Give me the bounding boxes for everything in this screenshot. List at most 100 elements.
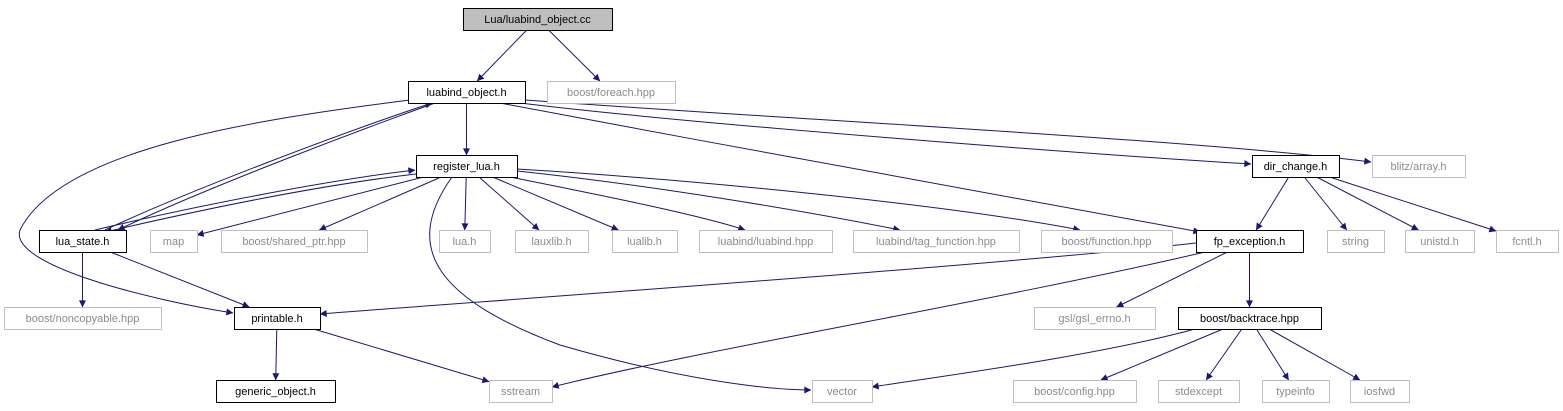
- node-unistd-h: unistd.h: [1405, 230, 1475, 253]
- node-box: [39, 230, 127, 253]
- node-luabind-tag-function-hpp: luabind/tag_function.hpp: [853, 230, 1020, 253]
- node-label: register_lua.h: [433, 161, 500, 173]
- node-boost-shared-ptr-hpp: boost/shared_ptr.hpp: [221, 230, 368, 253]
- node-iosfwd: iosfwd: [1350, 380, 1410, 403]
- edge-luabind-object-h-to-fp-exception-h: [499, 102, 1201, 235]
- node-box: [221, 230, 368, 253]
- edge-printable-h-to-generic-object-h: [272, 328, 280, 381]
- edge-register-lua-h-to-luabind-tag-function-hpp: [516, 170, 901, 233]
- node-lauxlib-h: lauxlib.h: [515, 230, 589, 253]
- edge-dir-change-h-to-fp-exception-h: [1255, 176, 1290, 231]
- edge-luabind-object-h-to-lua-state-h: [117, 102, 436, 231]
- node-label: Lua/luabind_object.cc: [484, 14, 591, 26]
- node-box: [489, 380, 553, 403]
- node-box: [1013, 380, 1137, 403]
- node-box: [1405, 230, 1475, 253]
- edge-boost-backtrace-hpp-to-stdexcept: [1205, 328, 1243, 381]
- node-label: lua.h: [453, 236, 477, 248]
- edge-boost-backtrace-hpp-to-boost-config-hpp: [1100, 328, 1224, 381]
- node-dir-change-h[interactable]: dir_change.h: [1252, 155, 1340, 178]
- edge-lua-state-h-to-register-lua-h: [94, 167, 416, 231]
- node-label: lua_state.h: [56, 236, 110, 248]
- edge-dir-change-h-to-fcntl-h: [1329, 176, 1497, 233]
- node-box: [1034, 307, 1156, 330]
- node-box: [1372, 155, 1466, 178]
- node-lua-h: lua.h: [439, 230, 491, 253]
- edge-lua-luabind-object-cc-to-boost-foreach-hpp: [548, 29, 601, 82]
- node-map: map: [150, 230, 198, 253]
- node-luabind-object-h[interactable]: luabind_object.h: [408, 81, 526, 104]
- node-box: [439, 230, 491, 253]
- node-label: luabind/tag_function.hpp: [876, 236, 996, 248]
- node-box: [699, 230, 833, 253]
- node-label: sstream: [501, 386, 540, 398]
- node-sstream: sstream: [489, 380, 553, 403]
- edge-luabind-object-h-to-blitz-array-h: [524, 99, 1372, 165]
- edge-register-lua-h-to-luabind-luabind-hpp: [509, 176, 746, 232]
- node-lua-state-h[interactable]: lua_state.h: [39, 230, 127, 253]
- node-box: [1327, 230, 1385, 253]
- edge-layer: [18, 29, 1497, 394]
- node-box: [234, 307, 321, 330]
- edge-boost-backtrace-hpp-to-iosfwd: [1268, 328, 1361, 381]
- edge-printable-h-to-sstream: [313, 328, 490, 384]
- node-label: fp_exception.h: [1214, 236, 1286, 248]
- node-label: boost/config.hpp: [1034, 386, 1115, 398]
- node-label: dir_change.h: [1264, 161, 1328, 173]
- node-label: iosfwd: [1364, 386, 1395, 398]
- node-lua-luabind-object-cc[interactable]: Lua/luabind_object.cc: [463, 8, 613, 31]
- edge-luabind-object-h-to-dir-change-h: [519, 102, 1252, 168]
- node-label: map: [163, 236, 184, 248]
- node-gsl-gsl-errno-h: gsl/gsl_errno.h: [1034, 307, 1156, 330]
- node-box: [612, 230, 678, 253]
- node-boost-backtrace-hpp[interactable]: boost/backtrace.hpp: [1178, 307, 1322, 330]
- node-label: luabind/luabind.hpp: [718, 236, 813, 248]
- node-box: [408, 81, 526, 104]
- node-box: [1196, 230, 1304, 253]
- edge-register-lua-h-to-lauxlib-h: [478, 176, 540, 231]
- node-generic-object-h[interactable]: generic_object.h: [216, 380, 336, 403]
- node-blitz-array-h: blitz/array.h: [1372, 155, 1466, 178]
- node-label: boost/backtrace.hpp: [1200, 313, 1299, 325]
- node-box: [515, 230, 589, 253]
- node-boost-config-hpp: boost/config.hpp: [1013, 380, 1137, 403]
- node-label: string: [1342, 236, 1369, 248]
- node-boost-noncopyable-hpp: boost/noncopyable.hpp: [4, 307, 162, 330]
- node-label: boost/noncopyable.hpp: [26, 313, 140, 325]
- node-luabind-luabind-hpp: luabind/luabind.hpp: [699, 230, 833, 253]
- node-register-lua-h[interactable]: register_lua.h: [416, 155, 518, 178]
- edge-dir-change-h-to-string: [1303, 176, 1348, 231]
- edge-lua-state-h-to-luabind-object-h: [104, 101, 433, 231]
- edge-lua-luabind-object-cc-to-luabind-object-h: [476, 29, 528, 82]
- node-vector: vector: [812, 380, 873, 403]
- node-stdexcept: stdexcept: [1158, 380, 1240, 403]
- node-label: unistd.h: [1420, 236, 1459, 248]
- edge-dir-change-h-to-unistd-h: [1316, 176, 1419, 231]
- edge-register-lua-h-to-vector: [429, 176, 812, 394]
- node-boost-function-hpp: boost/function.hpp: [1041, 230, 1173, 253]
- edge-register-lua-h-to-map: [196, 176, 424, 237]
- node-box: [547, 81, 676, 104]
- node-fp-exception-h[interactable]: fp_exception.h: [1196, 230, 1304, 253]
- edge-fp-exception-h-to-printable-h: [319, 242, 1197, 317]
- node-printable-h[interactable]: printable.h: [234, 307, 321, 330]
- edge-register-lua-h-to-boost-shared-ptr-hpp: [318, 176, 442, 231]
- node-typeinfo: typeinfo: [1262, 380, 1330, 403]
- node-box: [1262, 380, 1330, 403]
- node-label: boost/foreach.hpp: [567, 87, 655, 99]
- node-label: luabind_object.h: [426, 87, 506, 99]
- edge-luabind-object-h-to-printable-h: [18, 99, 411, 316]
- node-box: [463, 8, 613, 31]
- node-label: boost/function.hpp: [1062, 236, 1152, 248]
- node-lualib-h: lualib.h: [612, 230, 678, 253]
- node-label: generic_object.h: [235, 386, 316, 398]
- node-fcntl-h: fcntl.h: [1496, 230, 1559, 253]
- node-box: [1496, 230, 1559, 253]
- node-label: printable.h: [251, 313, 302, 325]
- node-box: [1178, 307, 1322, 330]
- node-box: [216, 380, 336, 403]
- node-label: fcntl.h: [1512, 236, 1541, 248]
- node-box: [1350, 380, 1410, 403]
